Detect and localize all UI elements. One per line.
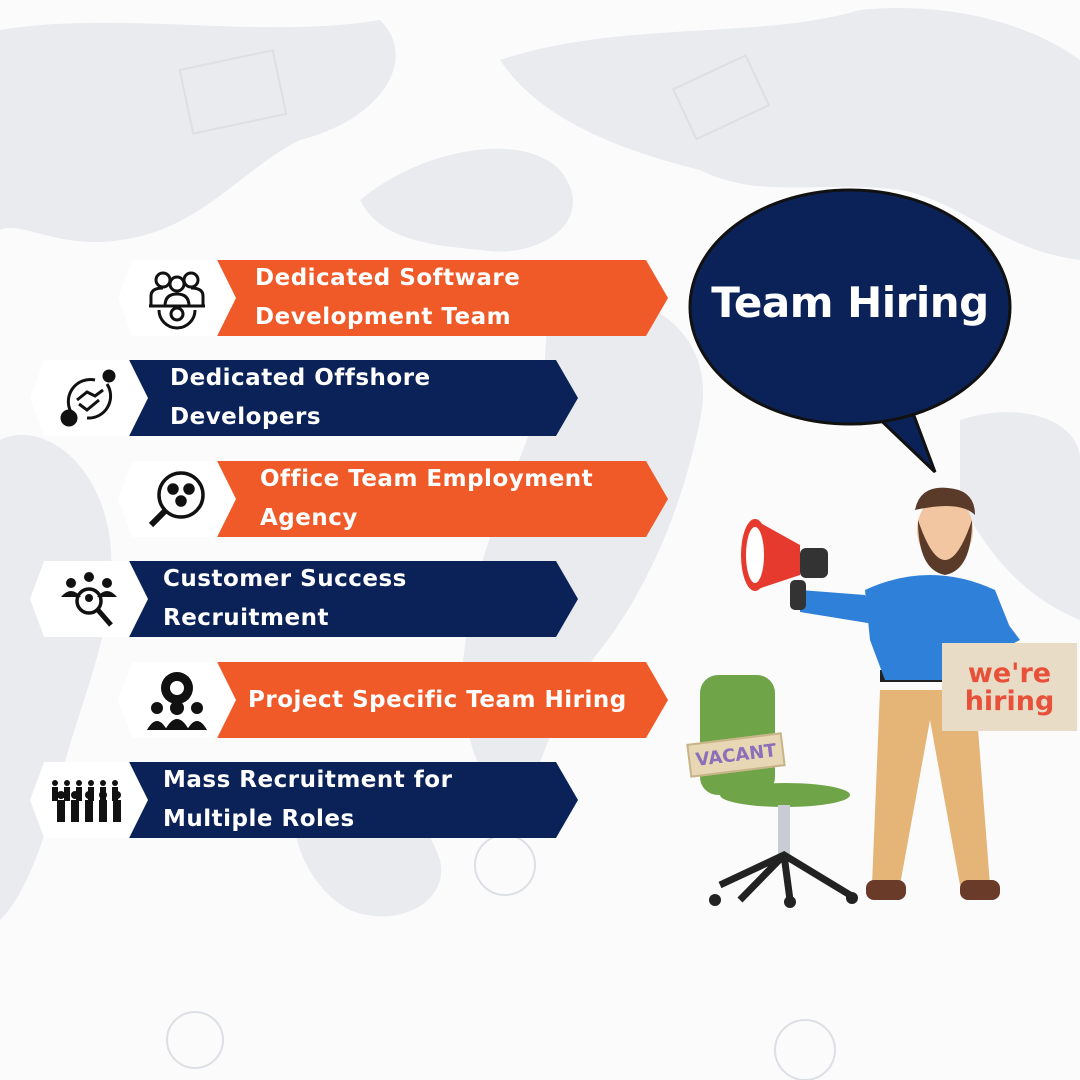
- hiring-sign-text: we're hiring: [964, 658, 1055, 717]
- service-label: Office Team Employment Agency: [260, 466, 594, 531]
- service-banner: Dedicated Offshore Developers: [30, 360, 578, 436]
- service-banner: Dedicated Software Development Team: [118, 260, 668, 336]
- service-banner: Project Specific Team Hiring: [118, 662, 668, 738]
- page-title: Team Hiring: [711, 278, 989, 327]
- team-gear-icon: [118, 260, 236, 336]
- service-label: Customer Success Recruitment: [163, 566, 407, 631]
- crowd-icon: [30, 762, 148, 838]
- service-label: Dedicated Offshore Developers: [170, 365, 431, 430]
- service-banner: Mass Recruitment for Multiple Roles: [30, 762, 578, 838]
- recruitment-search-icon: [30, 561, 148, 637]
- service-banner: Customer Success Recruitment: [30, 561, 578, 637]
- service-label: Mass Recruitment for Multiple Roles: [163, 767, 453, 832]
- service-label: Project Specific Team Hiring: [248, 686, 627, 713]
- service-label: Dedicated Software Development Team: [255, 265, 521, 330]
- team-gear-icon: [118, 662, 236, 738]
- search-team-icon: [118, 461, 236, 537]
- handshake-cycle-icon: [30, 360, 148, 436]
- chair: [700, 675, 858, 908]
- service-banner: Office Team Employment Agency: [118, 461, 668, 537]
